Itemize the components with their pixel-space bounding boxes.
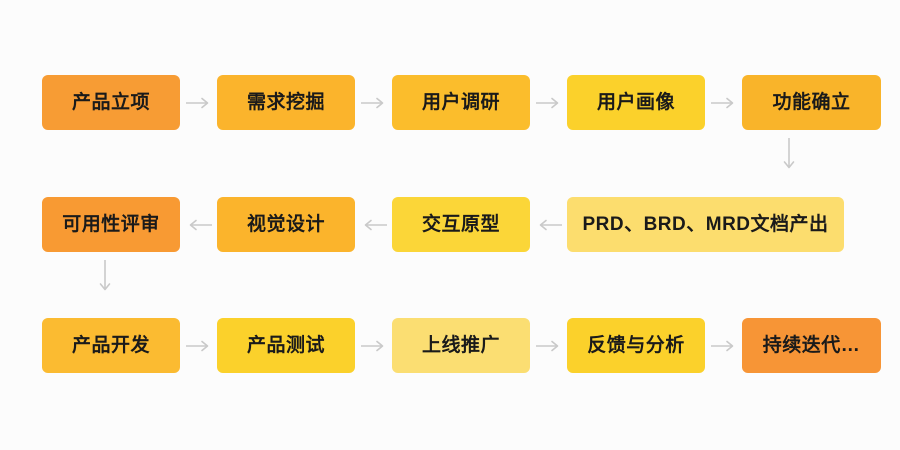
- connector-arrow-right: [355, 95, 392, 111]
- connector-arrow-down: [99, 260, 111, 294]
- connector-arrow-down: [783, 138, 795, 172]
- connector-arrow-right: [705, 338, 742, 354]
- connector-arrow-right: [530, 338, 567, 354]
- connector-arrow-right: [180, 95, 217, 111]
- connector-arrow-right: [180, 338, 217, 354]
- connector-arrow-left: [180, 217, 217, 233]
- flow-node-用户调研[interactable]: 用户调研: [392, 75, 530, 130]
- flow-node-产品开发[interactable]: 产品开发: [42, 318, 180, 373]
- flow-node-持续迭代[interactable]: 持续迭代…: [742, 318, 881, 373]
- flow-node-交互原型[interactable]: 交互原型: [392, 197, 530, 252]
- connector-arrow-left: [530, 217, 567, 233]
- flow-node-功能确立[interactable]: 功能确立: [742, 75, 881, 130]
- flow-node-需求挖掘[interactable]: 需求挖掘: [217, 75, 355, 130]
- connector-arrow-right: [530, 95, 567, 111]
- connector-arrow-right: [705, 95, 742, 111]
- connector-arrow-left: [355, 217, 392, 233]
- flow-node-反馈与分析[interactable]: 反馈与分析: [567, 318, 705, 373]
- flow-node-产品测试[interactable]: 产品测试: [217, 318, 355, 373]
- flow-node-可用性评审[interactable]: 可用性评审: [42, 197, 180, 252]
- flow-node-视觉设计[interactable]: 视觉设计: [217, 197, 355, 252]
- flow-node-上线推广[interactable]: 上线推广: [392, 318, 530, 373]
- flow-node-产品立项[interactable]: 产品立项: [42, 75, 180, 130]
- connector-arrow-right: [355, 338, 392, 354]
- flow-node-PRD-BRD-MRD文档产出[interactable]: PRD、BRD、MRD文档产出: [567, 197, 844, 252]
- flow-node-用户画像[interactable]: 用户画像: [567, 75, 705, 130]
